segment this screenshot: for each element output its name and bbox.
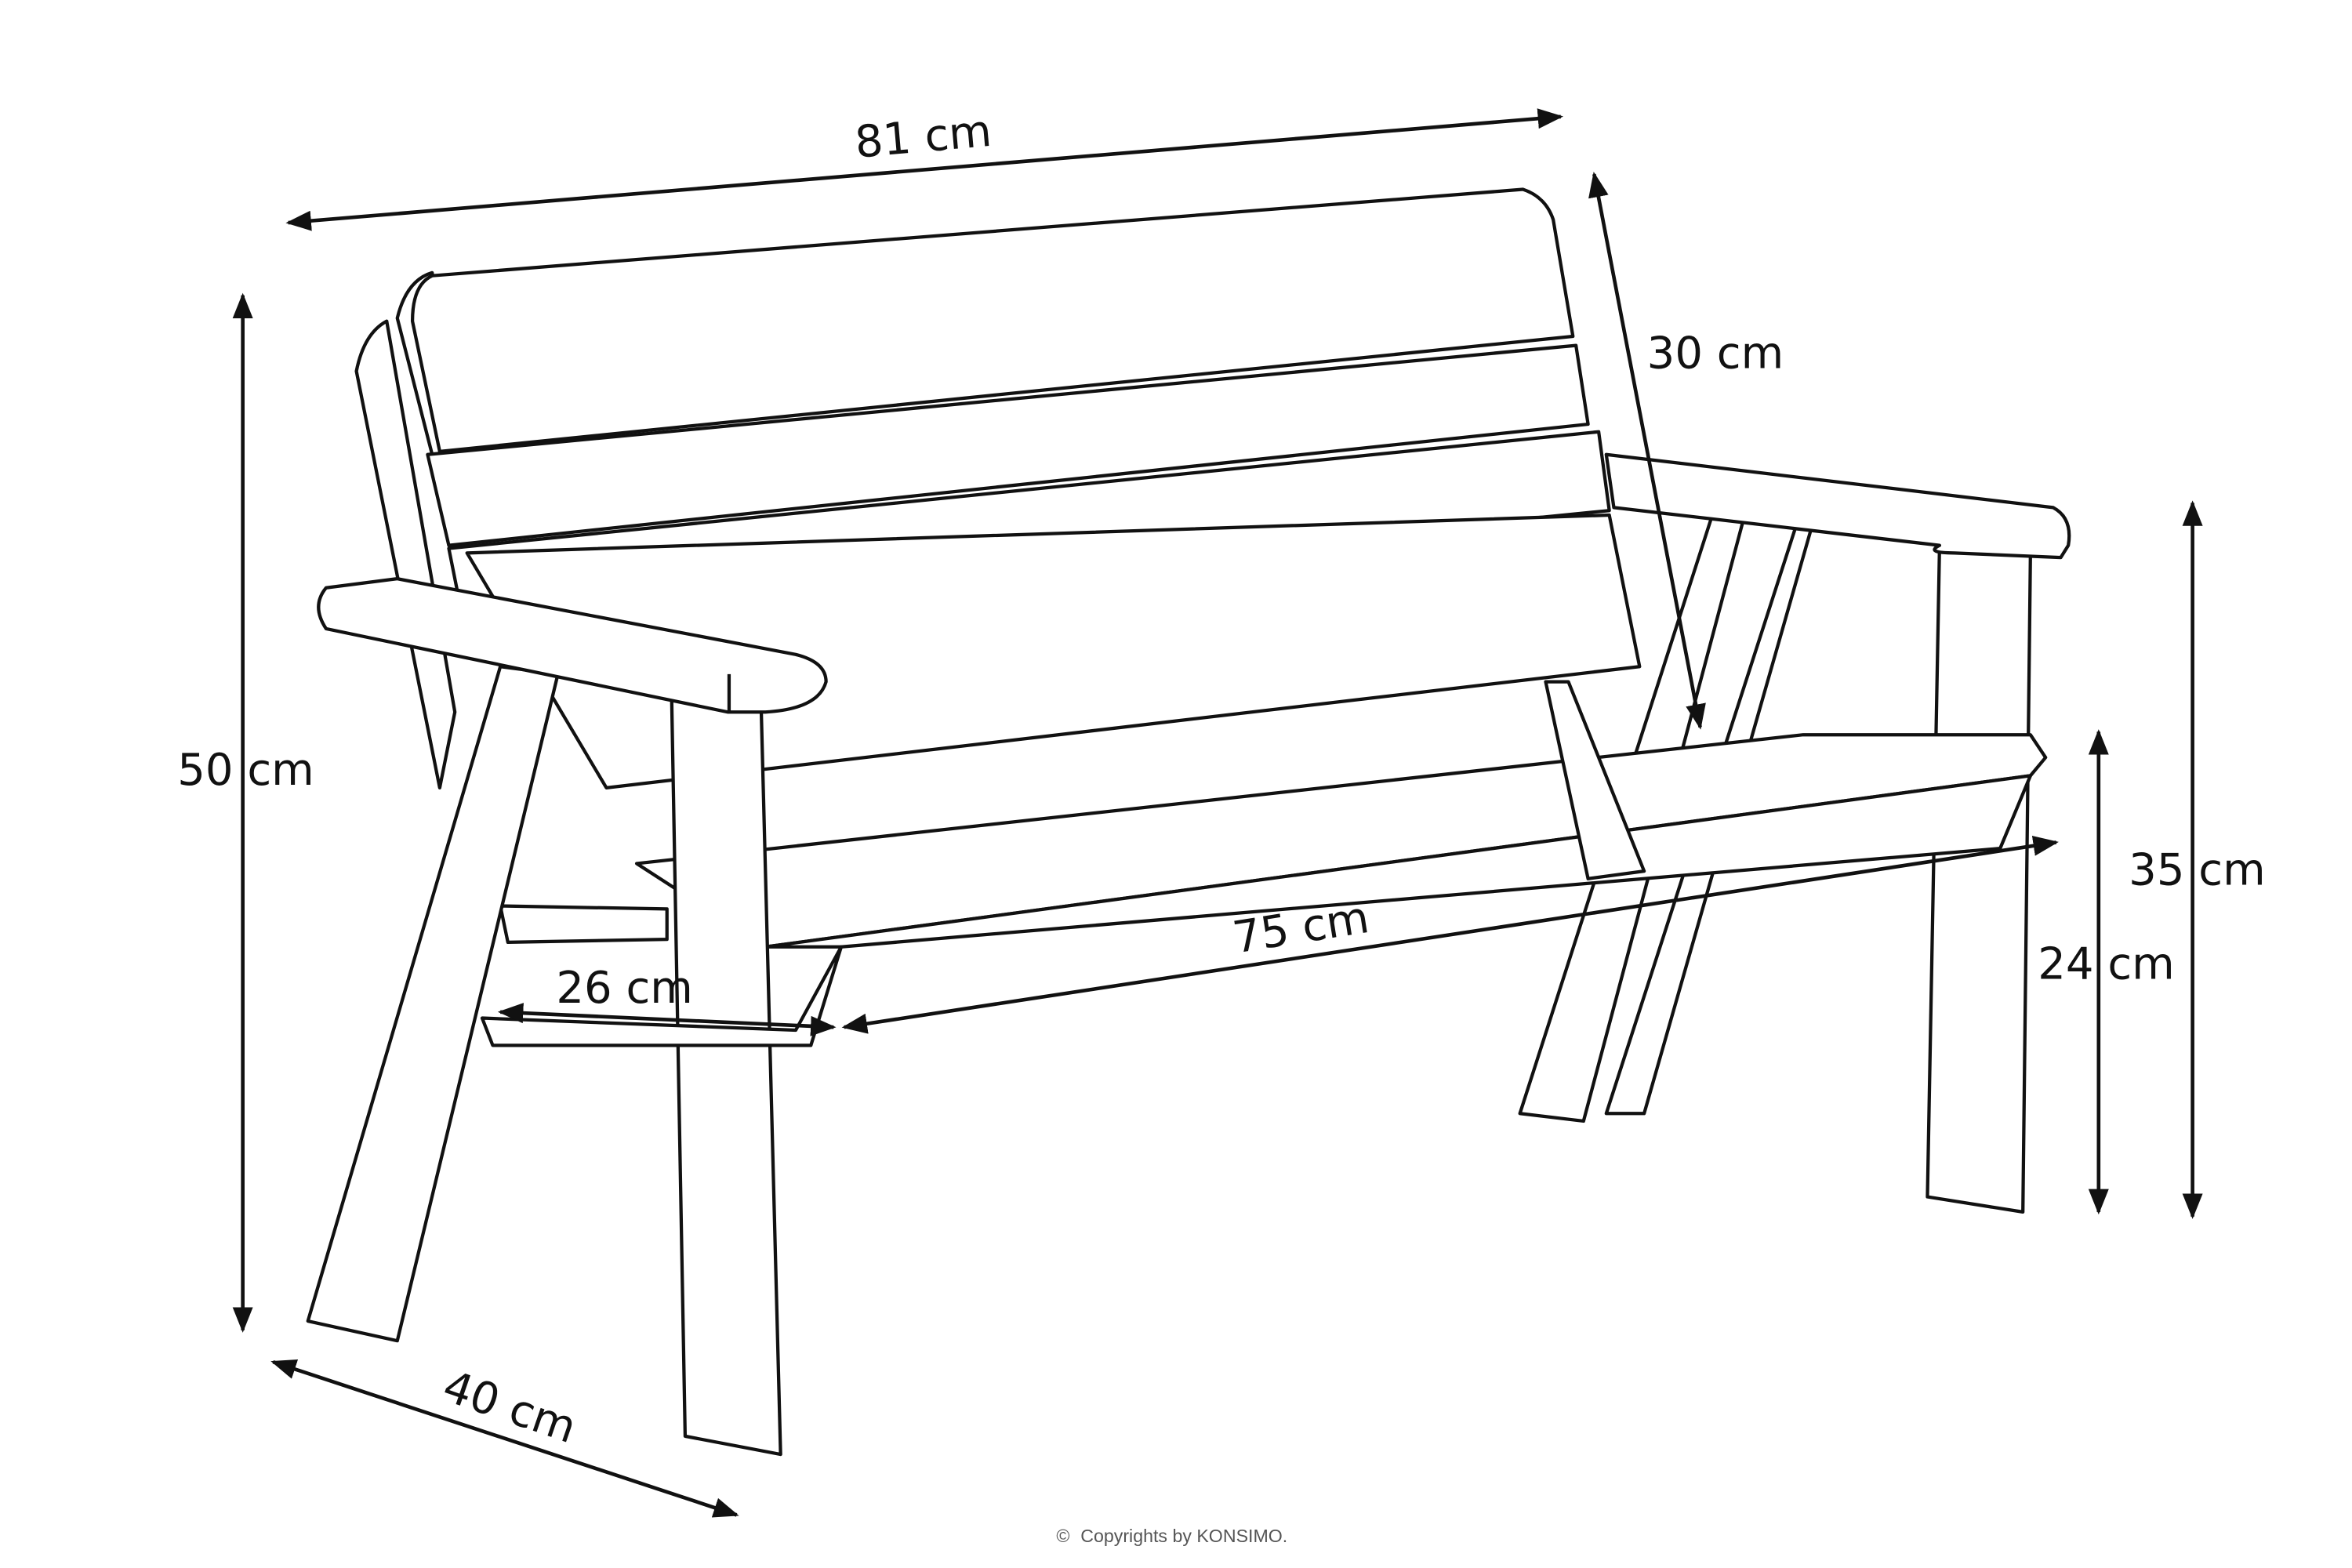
label-total-height: 50 cm xyxy=(177,745,314,796)
label-armrest-height: 35 cm xyxy=(2129,845,2265,896)
copyright-text: Copyrights by KONSIMO. xyxy=(1080,1526,1287,1546)
label-seat-height: 24 cm xyxy=(2038,938,2174,989)
depth-arrow xyxy=(270,1359,739,1518)
label-total-width: 81 cm xyxy=(853,106,993,169)
seat-depth-arrow xyxy=(497,1003,837,1036)
copyright-notice: © Copyrights by KONSIMO. xyxy=(1056,1526,1287,1546)
dimension-lines xyxy=(232,108,2203,1518)
seat-width-arrow xyxy=(841,835,2059,1034)
label-seat-depth: 26 cm xyxy=(556,963,692,1014)
bench-drawing xyxy=(306,187,2071,1457)
label-backrest-height: 30 cm xyxy=(1647,328,1784,379)
copyright-symbol: © xyxy=(1056,1526,1069,1546)
width-arrow xyxy=(285,108,1564,231)
backrest-arrow xyxy=(1588,172,1706,730)
